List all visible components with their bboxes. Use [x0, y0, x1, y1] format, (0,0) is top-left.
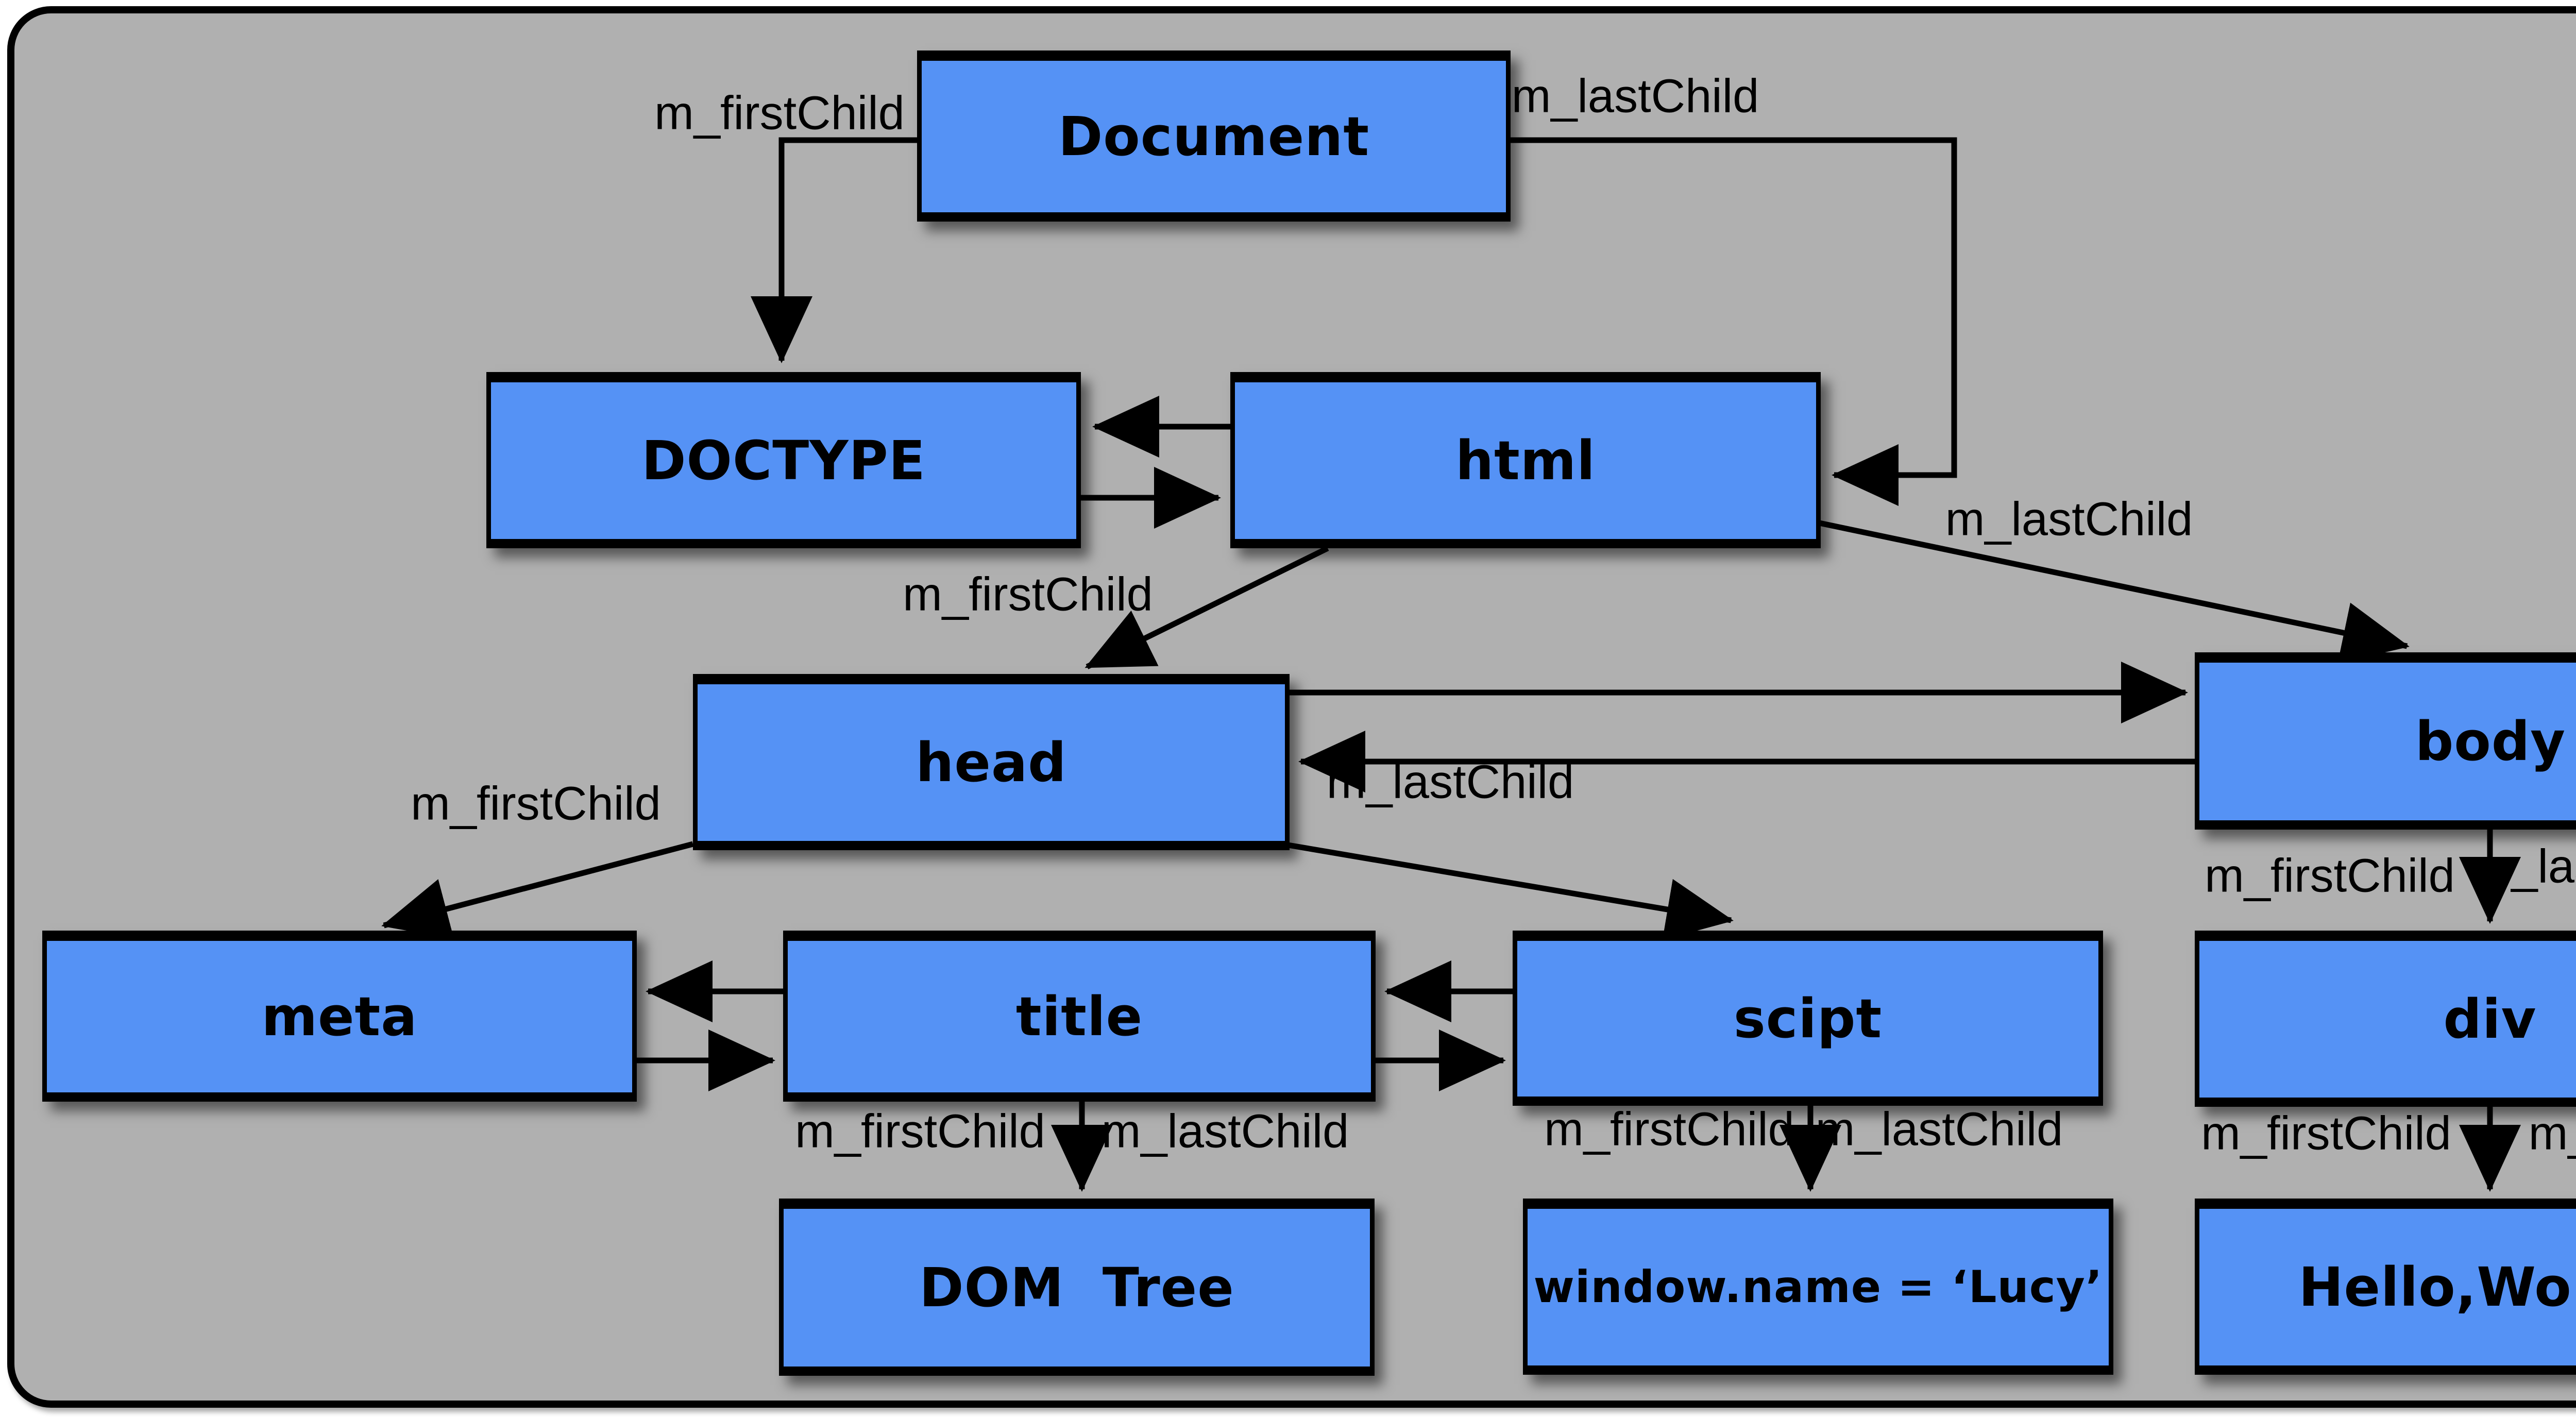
node-document: Document [917, 50, 1511, 222]
node-div: div [2195, 931, 2576, 1107]
node-hello-world: Hello,World! [2195, 1199, 2576, 1375]
label-title-firstchild: m_firstChild [795, 1105, 1045, 1158]
label-document-lastchild: m_lastChild [1511, 70, 1759, 123]
label-div-lastchild: m_lastChild [2528, 1107, 2576, 1160]
label-scipt-firstchild: m_firstChild [1544, 1103, 1794, 1156]
node-window-name: window.name = ‘Lucy’ [1523, 1199, 2113, 1375]
label-title-lastchild: m_lastChild [1101, 1105, 1349, 1158]
label-head-firstchild: m_firstChild [411, 777, 661, 830]
node-meta: meta [42, 931, 637, 1102]
node-dom-tree: DOM Tree [779, 1199, 1375, 1376]
node-head: head [693, 674, 1290, 850]
node-title: title [783, 931, 1376, 1102]
node-html: html [1230, 372, 1821, 548]
label-document-firstchild: m_firstChild [654, 87, 905, 140]
label-html-firstchild: m_firstChild [903, 568, 1153, 621]
label-div-firstchild: m_firstChild [2201, 1107, 2451, 1160]
label-html-lastchild: m_lastChild [1945, 493, 2193, 546]
label-body-firstchild: m_firstChild [2205, 849, 2455, 902]
node-scipt: scipt [1513, 931, 2103, 1106]
node-body: body [2195, 652, 2576, 830]
label-body-lastchild: m_lastChild [2471, 840, 2576, 893]
label-scipt-lastchild: m_lastChild [1815, 1103, 2063, 1156]
label-body-head-lastchild: m_lastChild [1326, 755, 1574, 808]
node-doctype: DOCTYPE [486, 372, 1081, 548]
